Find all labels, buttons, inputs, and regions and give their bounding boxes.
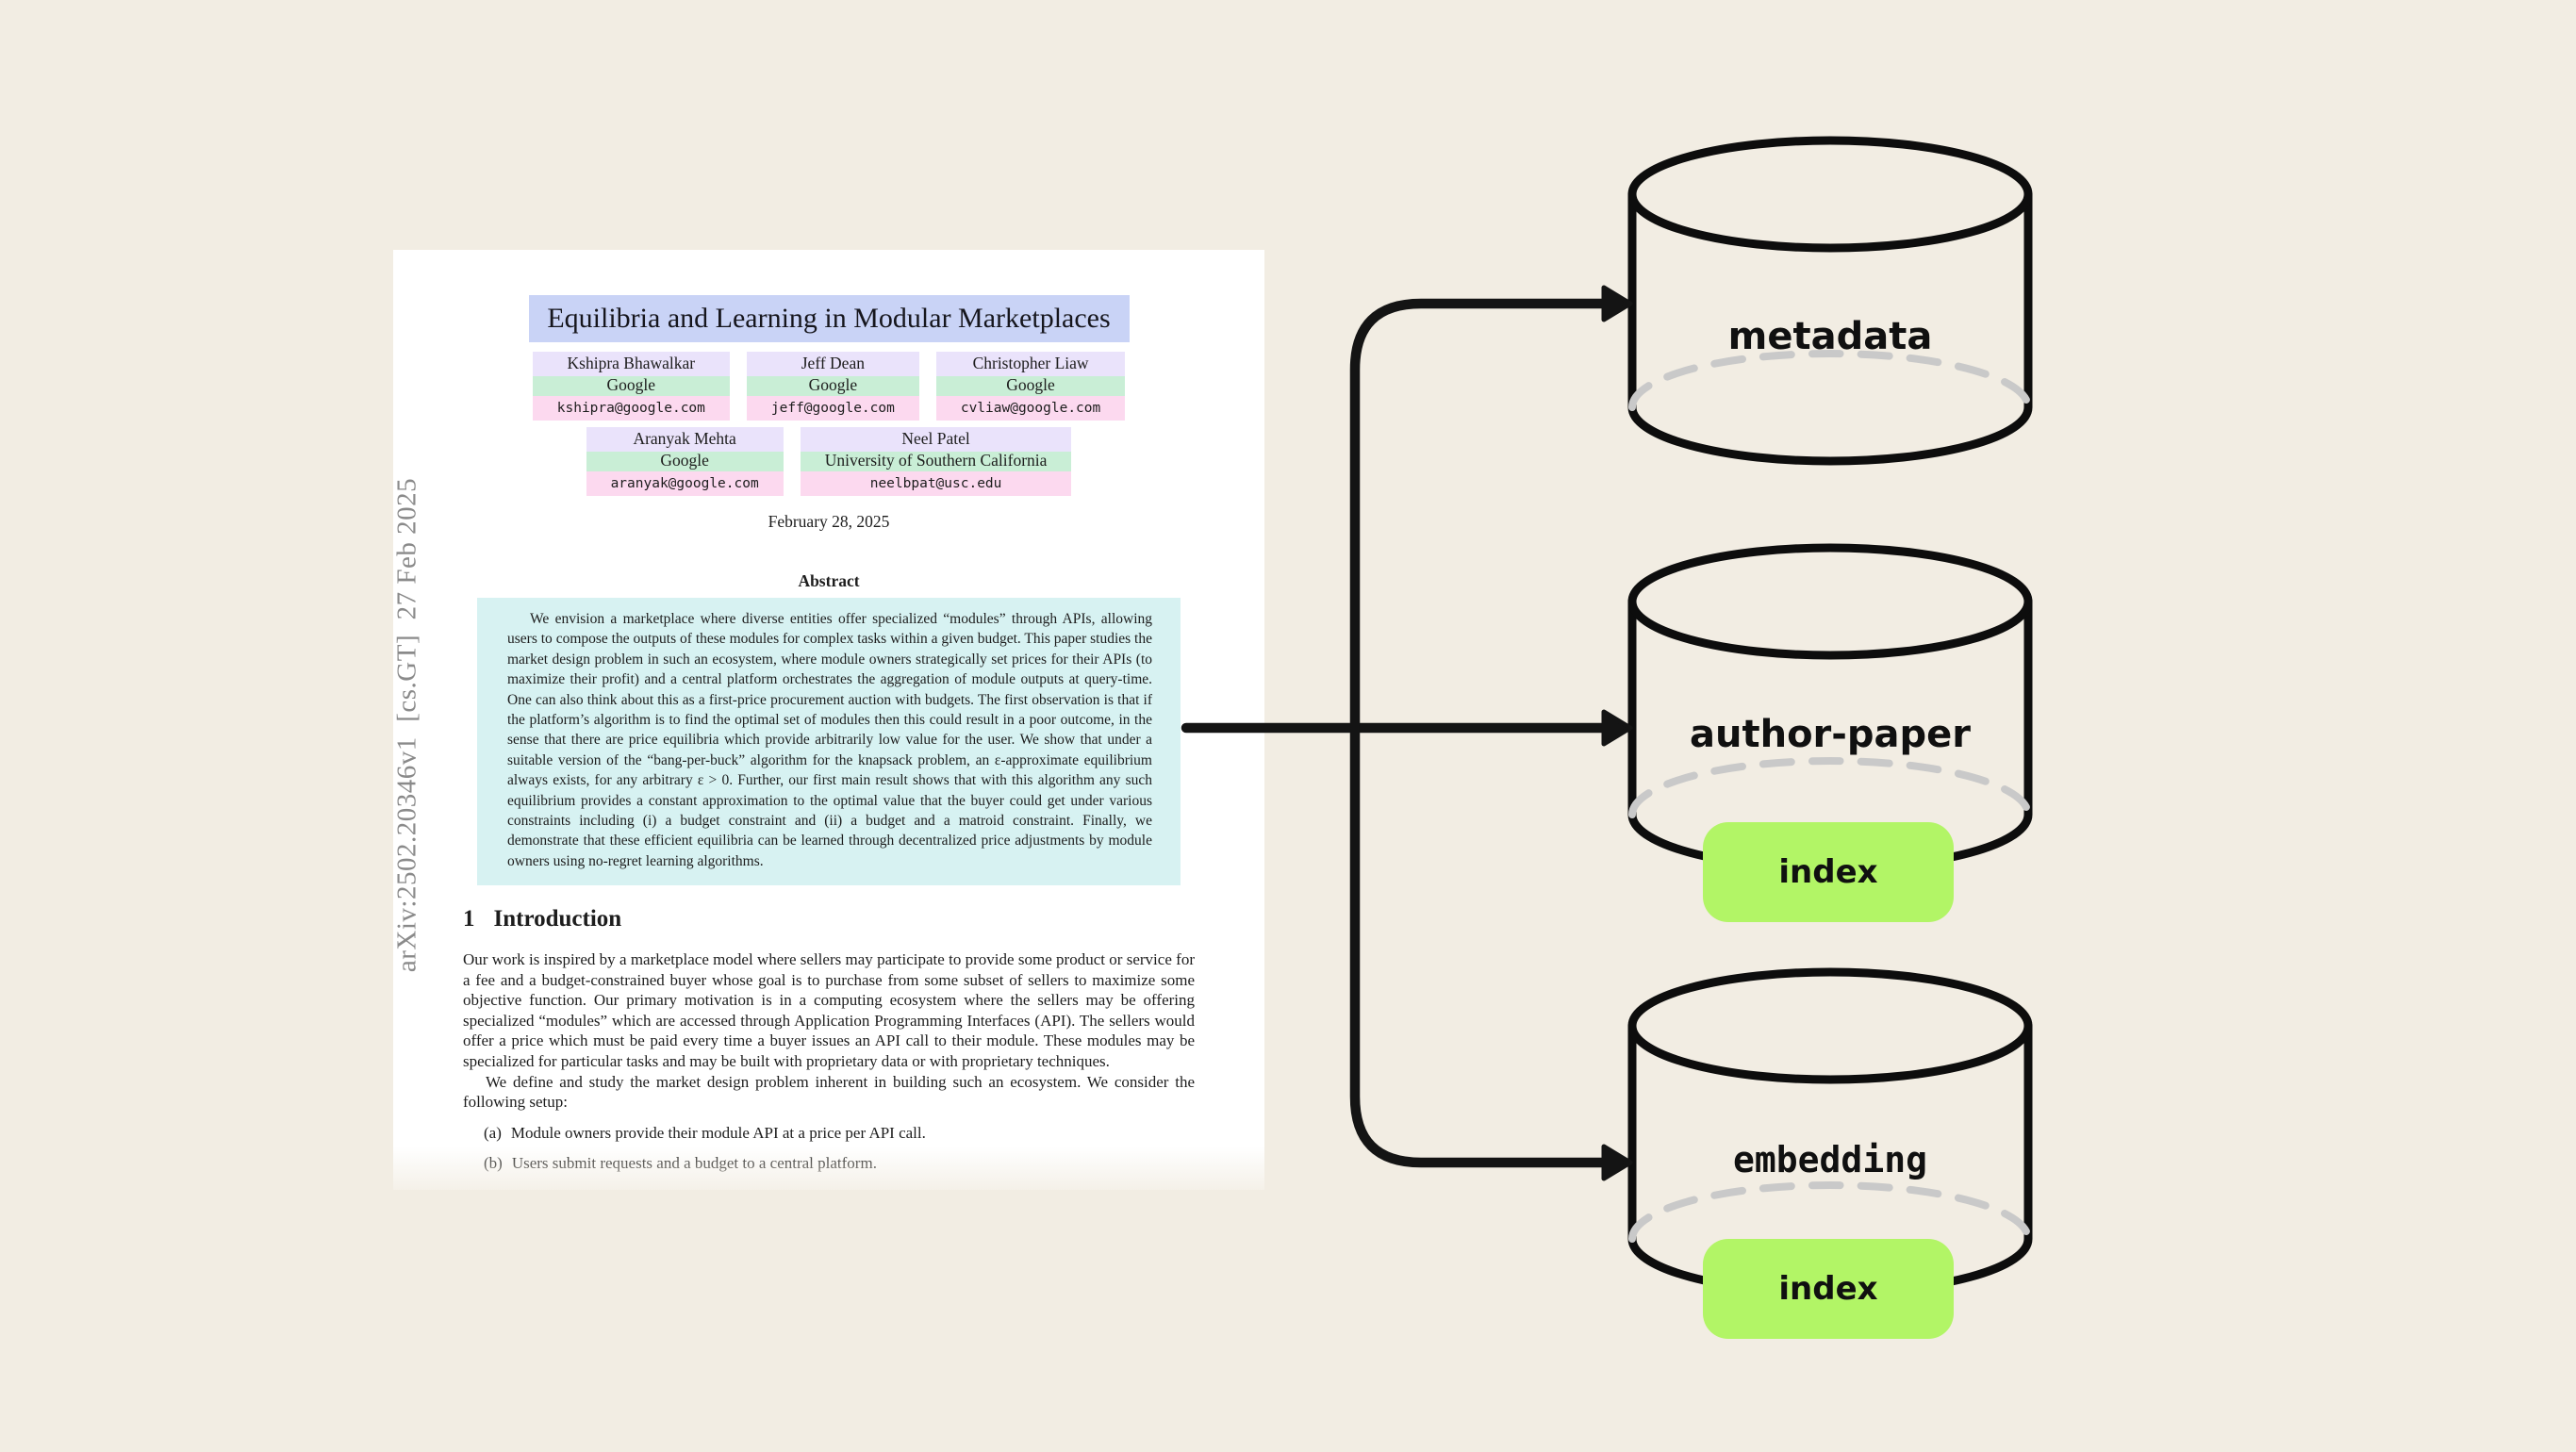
setup-list: (a) Module owners provide their module AP…: [463, 1124, 1195, 1173]
section-heading: 1 Introduction: [463, 906, 1195, 932]
author-name: Aranyak Mehta: [586, 427, 784, 452]
author-name: Christopher Liaw: [935, 352, 1126, 376]
arrowhead-author-paper-icon: [1601, 709, 1633, 747]
embedding-database-icon: [1627, 967, 2033, 1297]
metadata-database-icon: [1627, 136, 2033, 466]
list-item-label: (a): [484, 1123, 502, 1142]
author-affiliation: Google: [586, 452, 784, 471]
metadata-store-label: metadata: [1727, 315, 1933, 358]
author-cell: Neel Patel University of Southern Califo…: [800, 427, 1072, 496]
section-number: 1: [463, 906, 475, 932]
author-block: Kshipra Bhawalkar Google kshipra@google.…: [393, 352, 1264, 496]
author-name: Kshipra Bhawalkar: [532, 352, 730, 376]
arrow-to-embedding: [1349, 722, 1610, 1168]
author-affiliation: Google: [935, 376, 1126, 396]
author-cell: Jeff Dean Google jeff@google.com: [746, 352, 919, 421]
arrow-to-metadata: [1349, 298, 1610, 734]
paper-title-box: Equilibria and Learning in Modular Marke…: [528, 295, 1130, 342]
list-item-text: Users submit requests and a budget to a …: [511, 1153, 877, 1172]
paper-title: Equilibria and Learning in Modular Marke…: [547, 303, 1111, 334]
embedding-index-badge: index: [1703, 1239, 1954, 1339]
paper-date: February 28, 2025: [768, 512, 890, 531]
list-item-label: (b): [484, 1153, 503, 1172]
embedding-store-label: embedding: [1733, 1139, 1927, 1180]
intro-paragraph-2: We define and study the market design pr…: [463, 1072, 1195, 1112]
author-name: Jeff Dean: [746, 352, 919, 376]
author-paper-store-label: author-paper: [1690, 713, 1971, 756]
author-name: Neel Patel: [800, 427, 1072, 452]
author-email: jeff@google.com: [746, 396, 919, 421]
section-title: Introduction: [493, 906, 622, 932]
list-item: (a) Module owners provide their module AP…: [463, 1124, 1195, 1143]
list-item: (b) Users submit requests and a budget to…: [463, 1154, 1195, 1173]
author-email: aranyak@google.com: [586, 471, 784, 496]
author-cell: Christopher Liaw Google cvliaw@google.co…: [935, 352, 1126, 421]
author-cell: Aranyak Mehta Google aranyak@google.com: [586, 427, 784, 496]
paper-body: 1 Introduction Our work is inspired by a …: [463, 906, 1195, 1173]
paper-preview: Equilibria and Learning in Modular Marke…: [393, 250, 1264, 1190]
abstract-box: We envision a marketplace where diverse …: [477, 598, 1181, 885]
author-email: neelbpat@usc.edu: [800, 471, 1072, 496]
author-email: cvliaw@google.com: [935, 396, 1126, 421]
author-row-1: Kshipra Bhawalkar Google kshipra@google.…: [532, 352, 1126, 421]
author-affiliation: Google: [746, 376, 919, 396]
abstract-text: We envision a marketplace where diverse …: [507, 611, 1152, 869]
intro-paragraph-1: Our work is inspired by a marketplace mo…: [463, 950, 1195, 1070]
author-row-2: Aranyak Mehta Google aranyak@google.com …: [586, 427, 1072, 496]
arrowhead-embedding-icon: [1601, 1144, 1633, 1181]
author-affiliation: University of Southern California: [800, 452, 1072, 471]
author-paper-index-badge: index: [1703, 822, 1954, 922]
author-paper-database-icon: [1627, 543, 2033, 873]
author-cell: Kshipra Bhawalkar Google kshipra@google.…: [532, 352, 730, 421]
arrowhead-metadata-icon: [1601, 285, 1633, 322]
abstract-heading: Abstract: [798, 571, 860, 590]
author-affiliation: Google: [532, 376, 730, 396]
list-item-text: Module owners provide their module API a…: [510, 1123, 926, 1142]
author-email: kshipra@google.com: [532, 396, 730, 421]
